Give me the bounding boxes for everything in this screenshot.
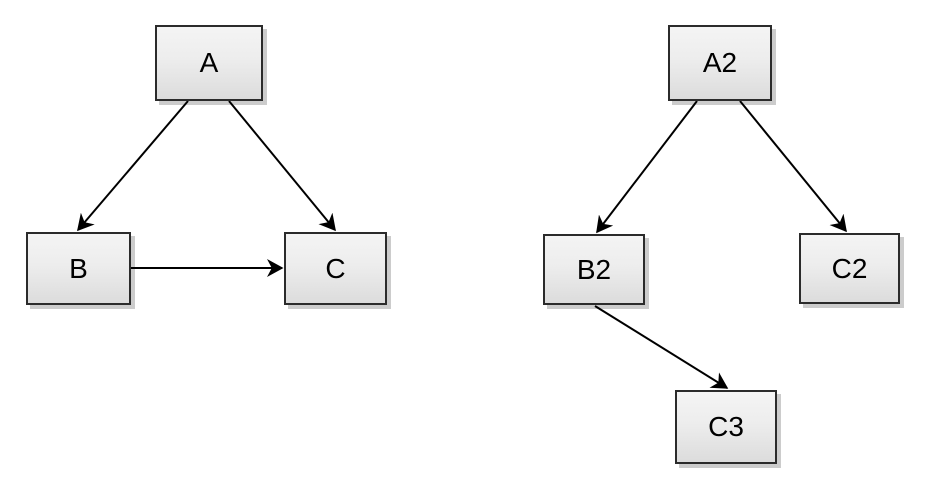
node-c[interactable]: C [284, 232, 387, 305]
node-label-a2: A2 [702, 47, 738, 78]
node-c3[interactable]: C3 [675, 390, 777, 464]
node-b[interactable]: B [26, 232, 131, 305]
node-c2[interactable]: C2 [799, 233, 900, 304]
node-a[interactable]: A [155, 25, 263, 101]
edge-a2-to-b2 [596, 100, 698, 234]
edge-a-to-c [228, 100, 336, 232]
node-label-a: A [199, 47, 219, 78]
node-label-c: C [325, 252, 346, 284]
node-label-c3: C3 [708, 411, 744, 442]
node-label-c2: C2 [831, 252, 868, 284]
node-label-b: B [69, 252, 88, 284]
node-label-b2: B2 [576, 253, 612, 285]
node-a2[interactable]: A2 [668, 25, 772, 101]
edge-a2-to-c2 [739, 100, 847, 233]
node-b2[interactable]: B2 [543, 234, 645, 305]
edge-b2-to-c3 [594, 305, 729, 389]
edge-a-to-b [77, 100, 189, 232]
